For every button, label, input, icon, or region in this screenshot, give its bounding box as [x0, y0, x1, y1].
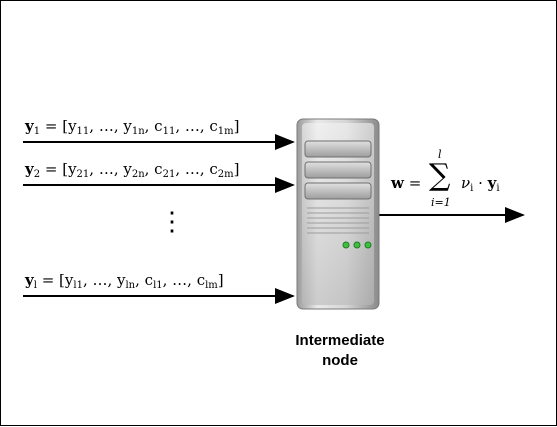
- server-led-3: [364, 241, 372, 249]
- input-label-2: y2 = [y21, …, y2n, c21, …, c2m]: [25, 160, 240, 180]
- sum-symbol: ∑: [429, 158, 451, 193]
- server-led-2: [353, 241, 361, 249]
- node-label-line2: node: [322, 352, 358, 369]
- output-lhs: w: [391, 174, 404, 192]
- server-led-1: [342, 241, 350, 249]
- output-eq: =: [408, 174, 422, 192]
- sum-upper: l: [438, 148, 442, 161]
- node-label: Intermediate node: [273, 331, 407, 371]
- ellipsis: ⋮: [159, 207, 185, 237]
- node-label-line1: Intermediate: [295, 332, 385, 349]
- input-label-l: yl = [yl1, …, yln, cl1, …, clm]: [25, 271, 224, 291]
- input-label-1: y1 = [y11, …, y1n, c11, …, c1m]: [25, 117, 240, 137]
- sum-lower: i=1: [431, 196, 451, 209]
- output-term: νi · yi: [461, 174, 500, 194]
- server-icon: [296, 118, 380, 310]
